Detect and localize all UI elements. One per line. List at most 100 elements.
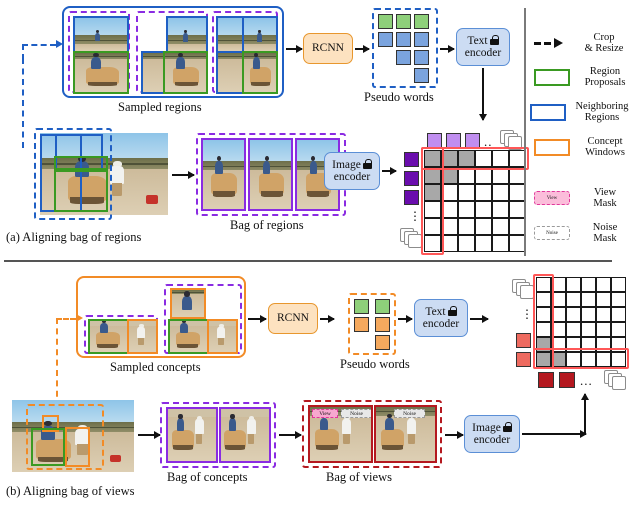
matrix-cell	[566, 352, 581, 367]
legend-item-view-mask: View View Mask	[534, 186, 638, 210]
matrix-cell	[424, 235, 441, 252]
matrix-cell	[492, 201, 509, 218]
pseudo-word-b-1	[354, 299, 369, 314]
text-encoder-line2-b: encoder	[422, 318, 460, 330]
bag-concept-b-2	[219, 407, 271, 463]
matrix-cell	[492, 167, 509, 184]
matrix-cell	[566, 277, 581, 292]
legend-item-crop-resize: Crop & Resize	[534, 30, 638, 56]
pseudo-words-container-b	[348, 293, 396, 355]
bag-view-b-1: View Noise	[308, 405, 373, 463]
matrix-cell	[458, 167, 475, 184]
region-proposal-box-b	[31, 428, 65, 466]
matrix-cell	[581, 292, 596, 307]
view-mask-label-b-1: View	[312, 409, 338, 418]
matrix-row-dots-a: ⋮	[409, 209, 421, 223]
arrow-rcnn-to-pseudo-b	[320, 315, 335, 323]
region-thumb-a-3-neighbor-tl	[216, 16, 245, 53]
matrix-cell	[424, 218, 441, 235]
region-thumb-a-2-neighbor	[166, 16, 208, 53]
matrix-col-highlight-b	[533, 274, 554, 369]
bag-of-views-container-b	[302, 400, 442, 468]
image-encoder-line1-b: Image	[472, 421, 501, 434]
matrix-cell	[492, 218, 509, 235]
matrix-cell	[475, 218, 492, 235]
matrix-row-header-b-1	[516, 333, 531, 348]
concept-thumb-b-2-window	[207, 319, 238, 354]
pseudo-words-label-b: Pseudo words	[340, 357, 410, 371]
matrix-cell	[551, 322, 566, 337]
bag-of-regions-label-a: Bag of regions	[230, 218, 304, 232]
matrix-cell	[441, 235, 458, 252]
lock-icon-text-encoder-b	[447, 305, 457, 316]
arrow-concepts-to-views-b	[279, 431, 302, 439]
source-image-a	[40, 133, 168, 215]
matrix-cell	[424, 167, 441, 184]
matrix-cell	[424, 150, 441, 167]
crop-resize-arrowhead-a	[56, 40, 63, 48]
concept-thumb-b-2-proposal	[168, 319, 210, 354]
matrix-cell	[458, 150, 475, 167]
concept-thumb-b-2-window-top	[170, 288, 206, 319]
matrix-row-header-a-2	[404, 171, 419, 186]
matrix-row-header-b-2	[516, 352, 531, 367]
matrix-cell	[475, 167, 492, 184]
pseudo-word-b-5	[375, 335, 390, 350]
matrix-cell	[551, 277, 566, 292]
arrow-rcnn-to-pseudo-a	[355, 45, 370, 53]
matrix-row-header-a-3	[404, 190, 419, 205]
concept-thumb-b-1-proposal	[88, 319, 130, 354]
arrow-sampled-to-rcnn-a	[286, 45, 303, 53]
matrix-cell	[566, 307, 581, 322]
pseudo-word-a-6	[414, 32, 429, 47]
bag-region-a-2	[248, 138, 293, 211]
concept-window-box-b-1	[42, 415, 59, 432]
crop-resize-path-a-corner	[22, 44, 24, 60]
matrix-cell	[611, 292, 626, 307]
matrix-cell	[536, 292, 551, 307]
neighboring-region-dashed-a	[34, 128, 112, 220]
matrix-cell	[492, 235, 509, 252]
pseudo-words-container-a	[372, 8, 438, 88]
matrix-cell	[475, 201, 492, 218]
matrix-col-stack-icon-a	[500, 130, 522, 150]
pseudo-word-a-3	[414, 14, 429, 29]
lock-icon-text-encoder-a	[489, 34, 499, 45]
pseudo-word-a-2	[396, 14, 411, 29]
matrix-col-header-b-2	[559, 372, 575, 388]
matrix-cell	[475, 184, 492, 201]
matrix-cell	[441, 201, 458, 218]
matrix-row-stack-icon-b	[512, 279, 534, 299]
matrix-cell	[581, 307, 596, 322]
pseudo-word-b-3	[354, 317, 369, 332]
arrow-pseudo-to-text-a	[440, 45, 455, 53]
matrix-cell	[581, 277, 596, 292]
matrix-cell	[458, 201, 475, 218]
matrix-cell	[566, 322, 581, 337]
noise-mask-label-b-2: Noise	[394, 409, 425, 418]
rcnn-box-a: RCNN	[303, 33, 353, 64]
matrix-cell	[596, 352, 611, 367]
matrix-col-header-b-1	[538, 372, 554, 388]
image-encoder-line2-b: encoder	[473, 434, 511, 446]
matrix-cell	[441, 167, 458, 184]
matrix-cell	[596, 322, 611, 337]
bag-concept-b-1	[166, 407, 218, 463]
text-encoder-line1-b: Text	[425, 305, 446, 318]
panel-caption-b: (b) Aligning bag of views	[6, 484, 135, 498]
arrow-views-to-image-encoder-b	[445, 431, 464, 439]
text-encoder-line1-a: Text	[467, 34, 488, 47]
matrix-cell	[611, 352, 626, 367]
matrix-cell	[458, 235, 475, 252]
matrix-cell	[596, 277, 611, 292]
matrix-cell	[611, 277, 626, 292]
legend-label-neighboring-regions: Neighboring Regions	[575, 100, 629, 123]
concept-window-dashed-b	[26, 404, 104, 470]
bag-of-concepts-label-b: Bag of concepts	[167, 470, 248, 484]
arrow-text-encoder-to-matrix-b	[470, 315, 489, 323]
region-thumb-a-3-proposal	[242, 51, 278, 94]
matrix-cell	[566, 292, 581, 307]
matrix-col-dots-a: ..	[484, 134, 493, 149]
matrix-cell	[458, 184, 475, 201]
